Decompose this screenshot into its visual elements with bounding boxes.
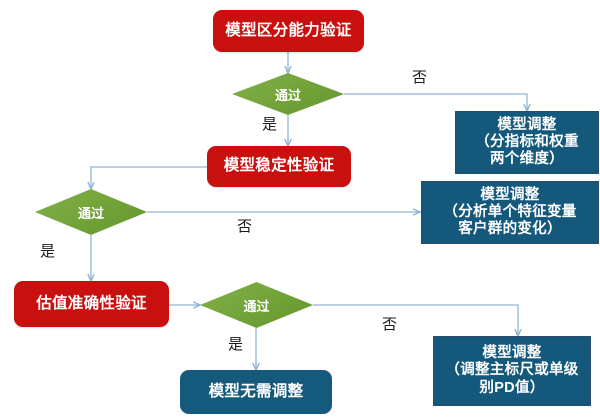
decision-discrimination-pass-label: 通过 — [274, 87, 301, 103]
edge-label-yes-2: 是 — [40, 243, 56, 260]
node-adjust-masterscale-pd[interactable]: 模型调整 （调整主标尺或单级 别PD值） — [433, 336, 591, 406]
edge-decision1-no-to-adjust1 — [344, 93, 527, 111]
node-adjust-feature-variable-label: 模型调整 （分析单个特征变量 客户群的变化） — [443, 186, 577, 238]
edge-label-no-2: 否 — [237, 218, 253, 235]
node-validation-stability[interactable]: 模型稳定性验证 — [207, 146, 351, 187]
edge-decision3-no-to-adjust3 — [313, 304, 518, 336]
edge-label-no-1: 否 — [412, 69, 428, 86]
edge-label-no-3: 否 — [382, 316, 398, 333]
decision-accuracy-pass-label: 通过 — [243, 298, 270, 314]
node-no-adjustment-needed[interactable]: 模型无需调整 — [180, 370, 332, 414]
node-adjust-indicator-weight-label: 模型调整 （分指标和权重 两个维度） — [475, 116, 579, 168]
node-no-adjustment-needed-label: 模型无需调整 — [208, 382, 304, 400]
decision-accuracy-pass[interactable]: 通过 — [200, 282, 313, 328]
node-validation-stability-label: 模型稳定性验证 — [223, 157, 335, 175]
node-adjust-feature-variable[interactable]: 模型调整 （分析单个特征变量 客户群的变化） — [421, 181, 599, 244]
node-adjust-masterscale-pd-label: 模型调整 （调整主标尺或单级 别PD值） — [445, 345, 579, 396]
decision-stability-pass-label: 通过 — [77, 205, 104, 221]
edge-validation2-to-decision2 — [91, 166, 207, 189]
decision-stability-pass[interactable]: 通过 — [35, 189, 147, 235]
node-adjust-indicator-weight[interactable]: 模型调整 （分指标和权重 两个维度） — [455, 111, 599, 174]
node-validation-accuracy[interactable]: 估值准确性验证 — [14, 281, 169, 327]
node-validation-discrimination[interactable]: 模型区分能力验证 — [213, 10, 364, 52]
edge-label-yes-3: 是 — [228, 336, 244, 353]
node-validation-accuracy-label: 估值准确性验证 — [36, 294, 147, 312]
node-validation-discrimination-label: 模型区分能力验证 — [225, 21, 352, 39]
edge-label-yes-1: 是 — [262, 116, 278, 133]
decision-discrimination-pass[interactable]: 通过 — [232, 73, 344, 115]
